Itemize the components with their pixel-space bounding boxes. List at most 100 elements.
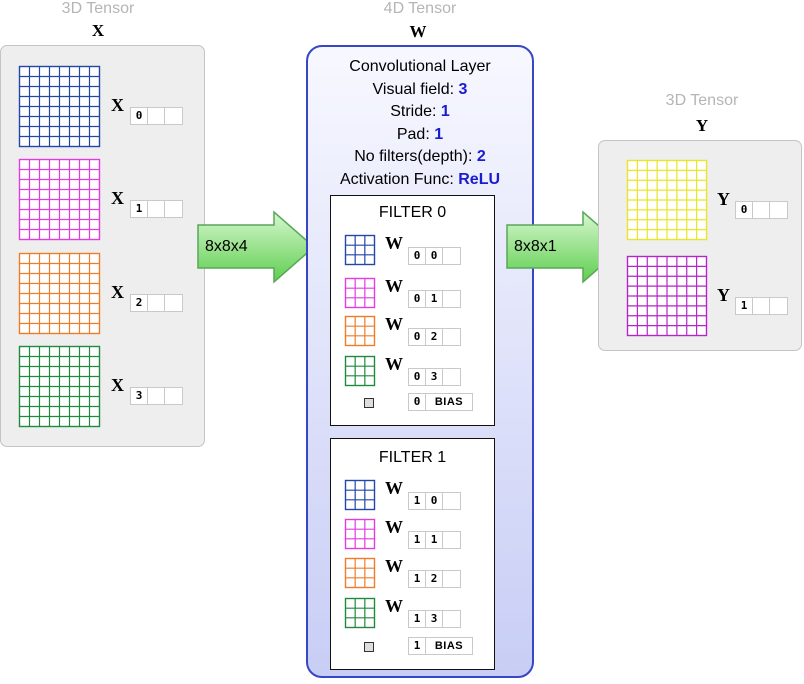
index-cell bbox=[148, 295, 165, 311]
filter-1-weight-grid-1 bbox=[344, 518, 376, 550]
filter-0-weight-letter-1: W bbox=[385, 276, 403, 296]
index-cell: 0 bbox=[409, 329, 426, 345]
filter-0-bias-icon bbox=[364, 398, 374, 408]
filter-1-bias-icon bbox=[364, 642, 374, 652]
index-cell bbox=[165, 295, 182, 311]
filter-1-weight-letter-1: W bbox=[385, 517, 403, 537]
index-cell bbox=[770, 202, 787, 218]
filter-0-weight-grid-0 bbox=[344, 234, 376, 266]
input-slice-index-0: 0 bbox=[130, 107, 183, 125]
param-activation: Activation Func: ReLU bbox=[339, 170, 501, 188]
index-cell: 1 bbox=[409, 532, 426, 548]
input-tensor-type-label: 3D Tensor bbox=[61, 0, 135, 17]
index-cell bbox=[148, 388, 165, 404]
filter-0-weight-letter-0: W bbox=[385, 233, 403, 253]
param-stride: Stride: 1 bbox=[390, 103, 450, 121]
index-cell: 1 bbox=[409, 493, 426, 509]
index-cell bbox=[148, 108, 165, 124]
index-cell bbox=[443, 532, 460, 548]
filter-1-title: FILTER 1 bbox=[378, 449, 447, 466]
input-slice-index-2: 2 bbox=[130, 294, 183, 312]
output-tensor-type-label: 3D Tensor bbox=[665, 92, 739, 109]
input-slice-letter-3: X bbox=[111, 375, 124, 395]
index-cell: 0 bbox=[426, 493, 443, 509]
weight-tensor-type-label: 4D Tensor bbox=[383, 0, 457, 17]
filter-1-weight-letter-3: W bbox=[385, 596, 403, 616]
index-cell bbox=[443, 329, 460, 345]
layer-title: Convolutional Layer bbox=[349, 58, 491, 75]
output-slice-grid-0 bbox=[626, 159, 708, 241]
index-cell bbox=[165, 201, 182, 217]
index-cell bbox=[443, 571, 460, 587]
index-cell: 3 bbox=[131, 388, 148, 404]
filter-0-title: FILTER 0 bbox=[378, 204, 447, 221]
input-slice-index-1: 1 bbox=[130, 200, 183, 218]
index-cell: 3 bbox=[426, 369, 443, 385]
index-cell: 0 bbox=[409, 369, 426, 385]
index-cell: 2 bbox=[131, 295, 148, 311]
index-cell: 0 bbox=[409, 248, 426, 264]
filter-0-bias-box: 0 BIAS bbox=[408, 393, 473, 411]
param-pad: Pad: 1 bbox=[396, 125, 444, 143]
index-cell bbox=[165, 388, 182, 404]
index-cell bbox=[443, 291, 460, 307]
index-cell bbox=[165, 108, 182, 124]
output-tensor-symbol: Y bbox=[695, 116, 709, 135]
index-cell bbox=[753, 202, 770, 218]
weight-tensor-symbol: W bbox=[409, 22, 427, 41]
index-cell bbox=[753, 298, 770, 314]
input-slice-letter-0: X bbox=[111, 95, 124, 115]
index-cell: 2 bbox=[426, 329, 443, 345]
filter-0-weight-letter-2: W bbox=[385, 314, 403, 334]
input-slice-grid-2 bbox=[18, 252, 101, 335]
bias-label: BIAS bbox=[434, 396, 464, 408]
index-cell bbox=[770, 298, 787, 314]
input-slice-letter-1: X bbox=[111, 188, 124, 208]
output-slice-grid-1 bbox=[626, 255, 708, 337]
output-arrow-label: 8x8x1 bbox=[514, 238, 557, 255]
index-cell bbox=[148, 201, 165, 217]
index-cell: 0 bbox=[426, 248, 443, 264]
index-cell: 2 bbox=[426, 571, 443, 587]
input-slice-index-3: 3 bbox=[130, 387, 183, 405]
input-slice-grid-3 bbox=[18, 345, 101, 428]
index-cell: 1 bbox=[409, 571, 426, 587]
index-cell: 1 bbox=[736, 298, 753, 314]
param-num-filters: No filters(depth): 2 bbox=[354, 148, 486, 166]
filter-1-weight-grid-2 bbox=[344, 557, 376, 589]
filter-0-weight-grid-3 bbox=[344, 355, 376, 387]
filter-0-box bbox=[330, 195, 495, 426]
index-cell bbox=[443, 493, 460, 509]
input-arrow-label: 8x8x4 bbox=[205, 238, 248, 255]
bias-index: 0 bbox=[409, 394, 426, 410]
index-cell bbox=[443, 611, 460, 627]
index-cell: 0 bbox=[736, 202, 753, 218]
index-cell: 1 bbox=[426, 532, 443, 548]
filter-0-weight-grid-1 bbox=[344, 277, 376, 309]
filter-0-weight-letter-3: W bbox=[385, 354, 403, 374]
index-cell: 1 bbox=[131, 201, 148, 217]
bias-index: 1 bbox=[409, 638, 426, 654]
input-tensor-symbol: X bbox=[91, 21, 105, 40]
input-slice-letter-2: X bbox=[111, 282, 124, 302]
output-slice-index-1: 1 bbox=[735, 297, 788, 315]
output-slice-letter-0: Y bbox=[717, 189, 730, 209]
index-cell: 1 bbox=[409, 611, 426, 627]
input-slice-grid-0 bbox=[18, 65, 101, 148]
param-visual-field: Visual field: 3 bbox=[372, 80, 468, 98]
input-arrow bbox=[197, 210, 316, 284]
filter-1-weight-grid-3 bbox=[344, 597, 376, 629]
filter-1-weight-letter-2: W bbox=[385, 556, 403, 576]
filter-1-box bbox=[330, 438, 495, 670]
input-slice-grid-1 bbox=[18, 158, 101, 241]
layer-info: Convolutional Layer Visual field: 3 Stri… bbox=[306, 56, 534, 192]
index-cell: 3 bbox=[426, 611, 443, 627]
